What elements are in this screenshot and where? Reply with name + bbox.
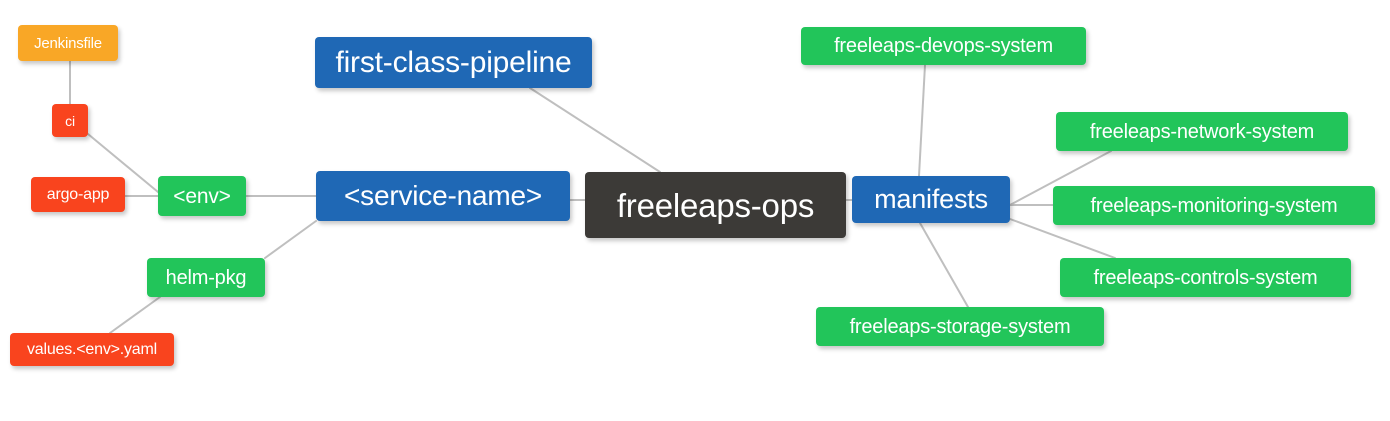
mindmap-node-label: ci [65,112,75,129]
mindmap-node-label: manifests [874,184,988,214]
edge-manifests-to-freeleaps-storage-system [919,222,969,308]
mindmap-node-label: first-class-pipeline [335,45,572,79]
mindmap-node-helm-pkg[interactable]: helm-pkg [147,258,265,297]
mindmap-node-label: freeleaps-storage-system [849,315,1071,338]
mindmap-node-freeleaps-ops[interactable]: freeleaps-ops [585,172,846,238]
mindmap-node-label: values.<env>.yaml [26,340,157,358]
mindmap-node-label: freeleaps-network-system [1089,120,1315,143]
mindmap-node-label: helm-pkg [165,266,247,289]
mindmap-node-label: Jenkinsfile [34,34,102,52]
mindmap-node-argo-app[interactable]: argo-app [31,177,125,212]
mindmap-node-label: freeleaps-devops-system [834,35,1053,57]
mindmap-node-values-env-yaml[interactable]: values.<env>.yaml [10,333,174,366]
mindmap-node-freeleaps-monitoring-system[interactable]: freeleaps-monitoring-system [1053,186,1375,225]
mindmap-node-label: argo-app [46,185,110,203]
mindmap-node-label: freeleaps-monitoring-system [1090,194,1338,217]
mindmap-node-freeleaps-storage-system[interactable]: freeleaps-storage-system [816,307,1104,346]
mindmap-node-env[interactable]: <env> [158,176,246,216]
mindmap-node-label: freeleaps-ops [616,186,815,224]
edge-service-name-to-helm-pkg [264,220,317,259]
edge-helm-pkg-to-values-env-yaml [109,296,161,334]
mindmap-node-jenkinsfile[interactable]: Jenkinsfile [18,25,118,61]
mindmap-node-freeleaps-devops-system[interactable]: freeleaps-devops-system [801,27,1086,65]
edge-first-class-pipeline-to-freeleaps-ops [529,87,661,173]
mindmap-node-label: <service-name> [344,180,542,211]
mindmap-node-freeleaps-controls-system[interactable]: freeleaps-controls-system [1060,258,1351,297]
mindmap-node-first-class-pipeline[interactable]: first-class-pipeline [315,37,592,88]
mindmap-node-freeleaps-network-system[interactable]: freeleaps-network-system [1056,112,1348,151]
mindmap-node-service-name[interactable]: <service-name> [316,171,570,221]
mindmap-node-manifests[interactable]: manifests [852,176,1010,223]
mindmap-node-ci[interactable]: ci [52,104,88,137]
edge-manifests-to-freeleaps-devops-system [918,64,926,177]
mindmap-node-label: freeleaps-controls-system [1093,266,1318,289]
mindmap-node-label: <env> [173,184,231,208]
